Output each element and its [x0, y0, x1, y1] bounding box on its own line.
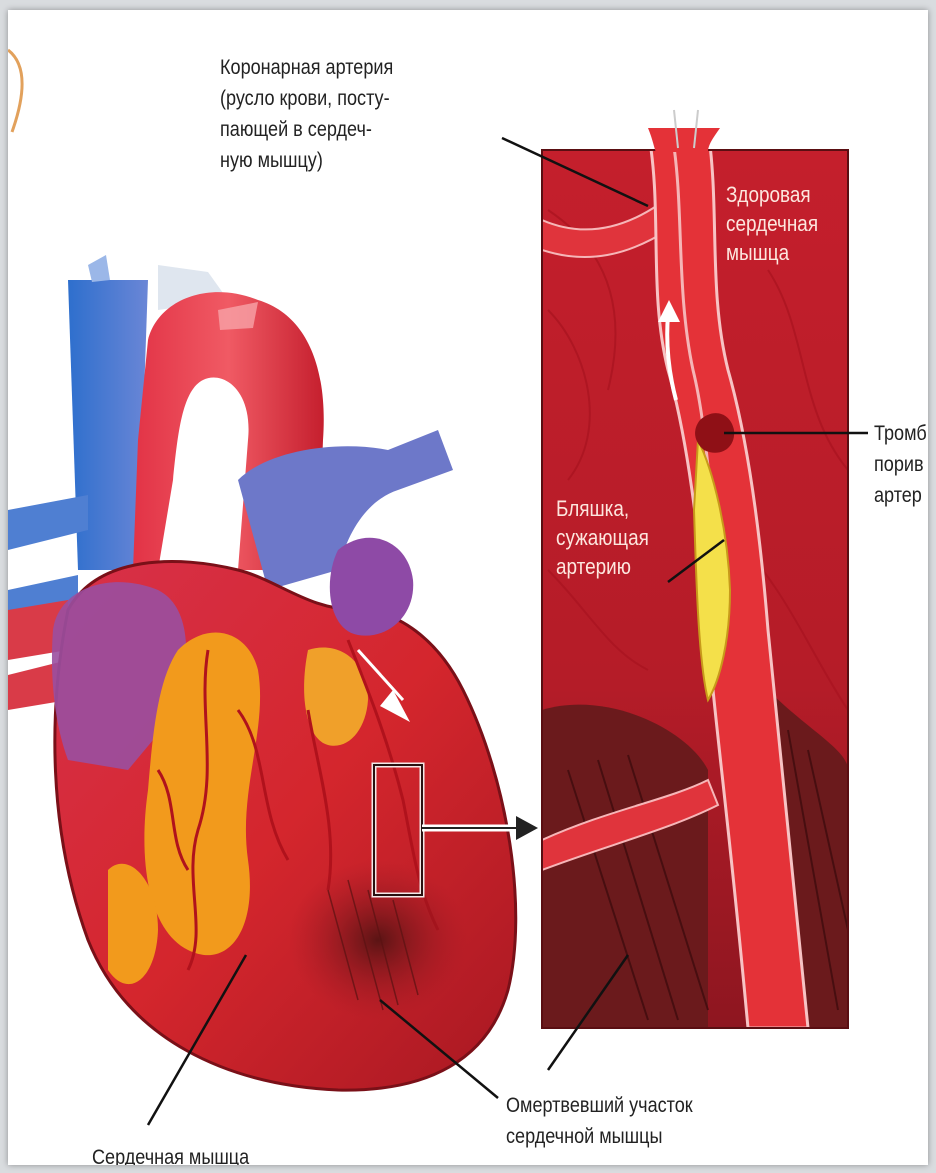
- healthy-muscle-label: Здоровая сердечная мышца: [726, 180, 818, 267]
- plaque-label: Бляшка, сужающая артерию: [556, 494, 649, 581]
- dead-area-label: Омертвевший участок сердечной мышцы: [506, 1090, 693, 1152]
- corner-ornament: [8, 50, 22, 132]
- necrotic-area: [288, 860, 468, 1020]
- zoom-arrow-icon: [516, 816, 538, 840]
- clot-label: Тромб порив артер: [874, 418, 927, 511]
- heart-muscle-label: Сердечная мышца: [92, 1142, 249, 1165]
- coronary-artery-label: Коронарная артерия (русло крови, посту- …: [220, 52, 393, 176]
- diagram-frame: Коронарная артерия (русло крови, посту- …: [8, 10, 928, 1165]
